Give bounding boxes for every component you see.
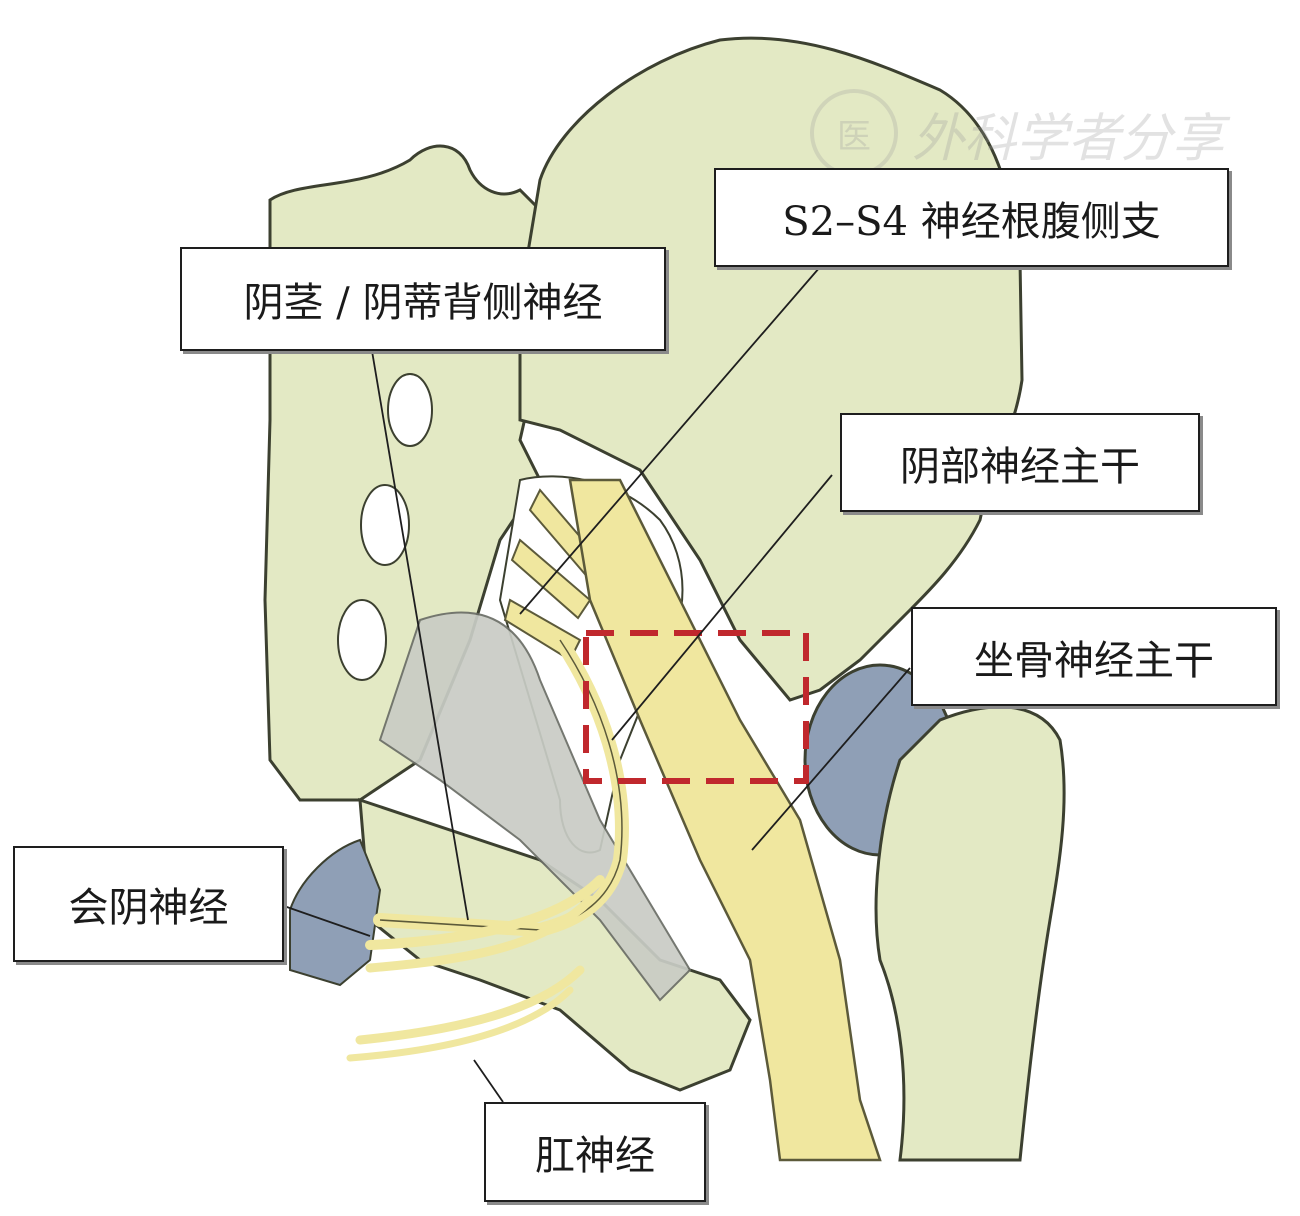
label-pudendal-trunk: 阴部神经主干 bbox=[840, 413, 1200, 512]
watermark: 医 外科学者分享 bbox=[810, 88, 1230, 178]
femur bbox=[874, 705, 1066, 1162]
label-anal-nerve: 肛神经 bbox=[484, 1102, 706, 1202]
leader-ventral bbox=[519, 266, 821, 615]
ischium bbox=[358, 797, 752, 1092]
label-perineal-nerve: 会阴神经 bbox=[13, 846, 284, 962]
sacral-foramen bbox=[337, 599, 387, 681]
leader-lines bbox=[283, 266, 911, 1103]
watermark-text: 外科学者分享 bbox=[912, 108, 1225, 169]
leader-pudendal bbox=[611, 474, 833, 741]
perineal-branch bbox=[365, 875, 605, 950]
highlight-box bbox=[583, 630, 809, 784]
label-dorsal-nerve: 阴茎 / 阴蒂背侧神经 bbox=[180, 247, 666, 351]
label-ventral-rami: S2–S4 神经根腹侧支 bbox=[714, 168, 1229, 267]
leader-sciatic bbox=[751, 667, 911, 851]
sacral-foramen bbox=[387, 373, 433, 447]
perineal-branch-2 bbox=[365, 895, 595, 973]
watermark-seal: 医 bbox=[810, 89, 898, 177]
leader-perineal bbox=[283, 905, 371, 937]
leader-dorsal bbox=[371, 350, 469, 921]
leader-anal bbox=[473, 1059, 504, 1103]
anal-branch-2 bbox=[346, 986, 574, 1062]
sciatic-nerve bbox=[568, 478, 882, 1162]
anal-branch bbox=[355, 965, 585, 1045]
sacrotuberous-ligament bbox=[378, 611, 692, 1002]
obturator-region bbox=[289, 838, 382, 987]
label-sciatic-trunk: 坐骨神经主干 bbox=[911, 607, 1277, 706]
sacral-foramen bbox=[360, 484, 410, 566]
